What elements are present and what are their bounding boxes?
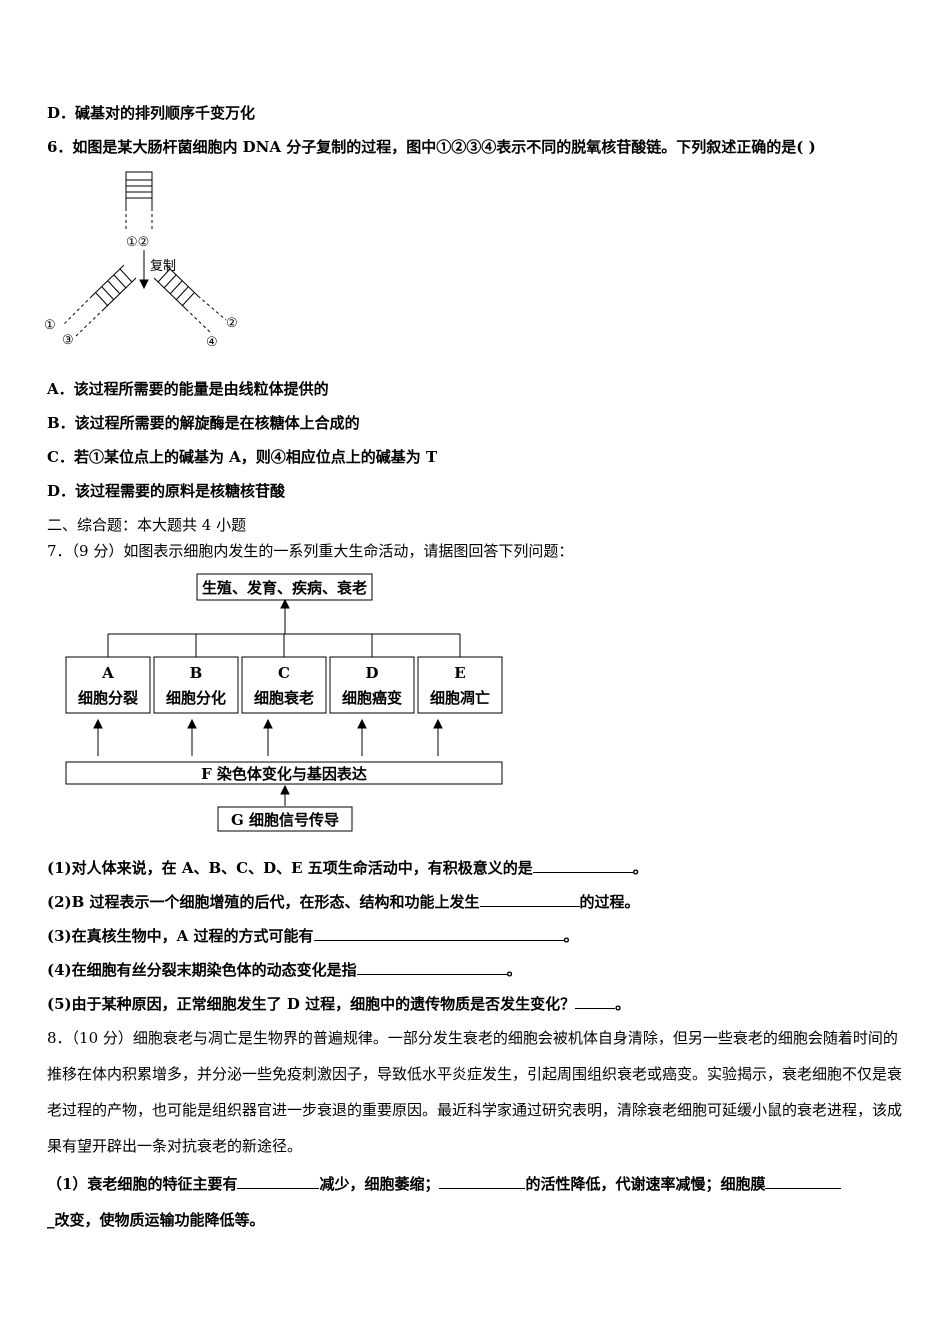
q8-sub-1: （1）衰老细胞的特征主要有减少，细胞萎缩；的活性降低，代谢速率减慢；细胞膜 — [47, 1174, 842, 1194]
top-box-label: 生殖、发育、疾病、衰老 — [202, 579, 367, 597]
q6-stem: 6．如图是某大肠杆菌细胞内 DNA 分子复制的过程，图中①②③④表示不同的脱氧核… — [47, 138, 816, 156]
q7-sub-4: (4)在细胞有丝分裂末期染色体的动态变化是指。 — [47, 960, 522, 979]
box-d-text: 细胞癌变 — [342, 689, 402, 707]
q7-sub-1: (1)对人体来说，在 A、B、C、D、E 五项生命活动中，有积极意义的是。 — [47, 858, 648, 877]
box-e-letter: E — [454, 664, 465, 682]
answer-blank[interactable] — [575, 994, 616, 1009]
answer-blank[interactable] — [479, 892, 580, 907]
answer-blank[interactable] — [532, 858, 633, 873]
dna-replication-figure: ①② 复制 ① ③ ② ④ — [44, 171, 238, 350]
box-d-letter: D — [365, 664, 378, 682]
q8-sub-1-continued: _改变，使物质运输功能降低等。 — [47, 1211, 265, 1229]
box-e-text: 细胞凋亡 — [430, 689, 490, 707]
box-c-text: 细胞衰老 — [254, 689, 314, 707]
answer-blank[interactable] — [313, 926, 564, 941]
q7-sub-5: (5)由于某种原因，正常细胞发生了 D 过程，细胞中的遗传物质是否发生变化？。 — [47, 994, 631, 1013]
q7-stem: 7．（9 分）如图表示细胞内发生的一系列重大生命活动，请据图回答下列问题： — [47, 542, 574, 560]
f-box-label: F 染色体变化与基因表达 — [201, 765, 367, 783]
q6-option-d: D．该过程需要的原料是核糖核苷酸 — [47, 482, 286, 500]
left-strand-label-1: ① — [44, 318, 56, 333]
q5-option-d: D．碱基对的排列顺序千变万化 — [47, 104, 256, 122]
q8-paragraph: 8．（10 分）细胞衰老与凋亡是生物界的普遍规律。一部分发生衰老的细胞会被机体自… — [47, 1029, 903, 1155]
right-strand-label-2: ④ — [206, 335, 218, 350]
box-c-letter: C — [278, 664, 290, 682]
q7-sub-2: (2)B 过程表示一个细胞增殖的后代，在形态、结构和功能上发生的过程。 — [47, 892, 640, 911]
box-a-text: 细胞分裂 — [78, 689, 138, 707]
top-strand-labels: ①② — [126, 235, 149, 250]
answer-blank[interactable] — [765, 1174, 842, 1189]
q6-option-a: A．该过程所需要的能量是由线粒体提供的 — [47, 380, 329, 398]
box-b-text: 细胞分化 — [166, 689, 226, 707]
answer-blank[interactable] — [439, 1174, 526, 1189]
box-b-letter: B — [190, 664, 203, 682]
q7-sub-3: (3)在真核生物中，A 过程的方式可能有。 — [47, 926, 579, 945]
right-strand-label-1: ② — [226, 316, 238, 331]
cell-activity-figure: 生殖、发育、疾病、衰老 A 细胞分裂 B 细胞分化 C 细胞衰老 D 细胞癌变 … — [65, 573, 503, 832]
replication-label: 复制 — [150, 259, 176, 274]
q6-option-b: B．该过程所需要的解旋酶是在核糖体上合成的 — [47, 414, 360, 432]
answer-blank[interactable] — [237, 1174, 320, 1189]
box-a-letter: A — [101, 664, 114, 682]
answer-blank[interactable] — [356, 960, 507, 975]
left-strand-label-2: ③ — [62, 333, 74, 348]
section-heading: 二、综合题：本大题共 4 小题 — [47, 516, 247, 534]
g-box-label: G 细胞信号传导 — [231, 811, 339, 829]
q6-option-c: C．若①某位点上的碱基为 A，则④相应位点上的碱基为 T — [47, 448, 438, 466]
